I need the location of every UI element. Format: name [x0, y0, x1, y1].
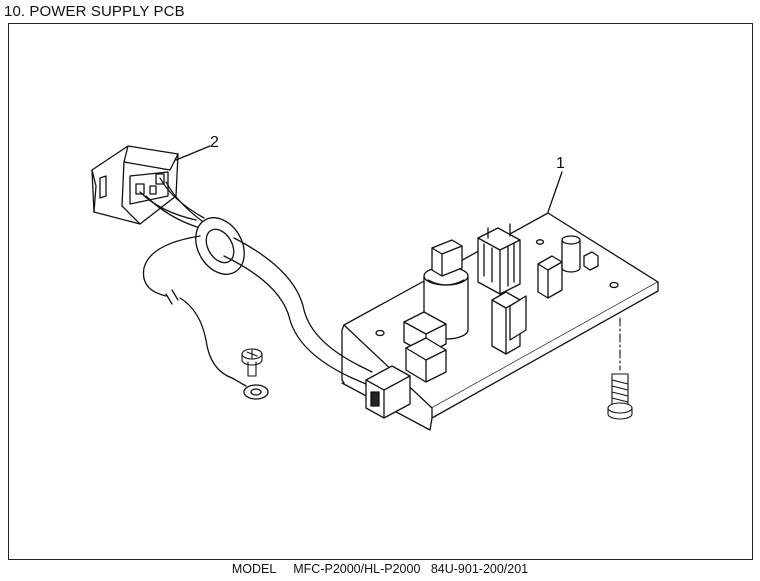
capacitor-small: [561, 235, 581, 273]
component-block-d: [537, 255, 563, 299]
screw-right: [607, 317, 633, 420]
diagram-frame: [8, 23, 753, 560]
footer-model-label: MODEL: [231, 562, 276, 576]
component-block-e: [583, 251, 599, 271]
footer-model-names: MFC-P2000/HL-P2000: [293, 562, 421, 576]
page-title: 10. POWER SUPPLY PCB: [4, 3, 185, 20]
heatsink: [491, 291, 527, 355]
ground-wire: [142, 235, 269, 400]
footer-part-code: 84U-901-200/201: [430, 562, 529, 576]
footer: MODEL MFC-P2000/HL-P2000 84U-901-200/201: [0, 562, 760, 576]
callout-2: 2: [210, 134, 219, 151]
inlet-wires: [139, 177, 207, 229]
callout-leader-1: [547, 171, 563, 213]
transformer: [477, 223, 521, 295]
callout-leader-2: [175, 145, 211, 161]
component-block-c: [405, 337, 447, 383]
component-block-a: [431, 239, 463, 277]
power-cable: [223, 237, 373, 385]
callout-1: 1: [556, 155, 565, 172]
ground-screw: [241, 348, 263, 377]
board-connector: [365, 365, 411, 419]
